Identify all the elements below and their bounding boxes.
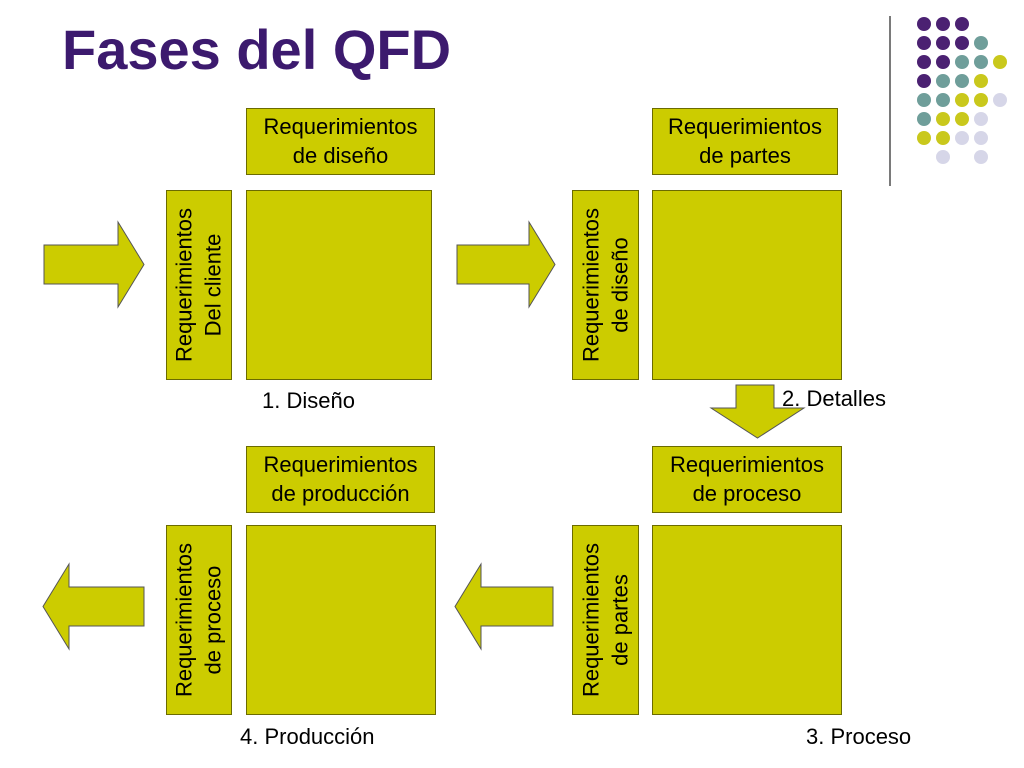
arrow-phase-3-to-4: [454, 562, 554, 651]
phase-4-top-box: Requerimientos de producción: [246, 446, 435, 513]
phase-1-name: 1. Diseño: [262, 388, 355, 413]
decor-dot: [917, 112, 931, 126]
decorative-divider: [889, 16, 891, 186]
phase-4-top-label: Requerimientos de producción: [263, 451, 418, 506]
decor-dot: [974, 74, 988, 88]
arrow-phase-2-to-3: [709, 384, 806, 439]
phase-1-matrix: [246, 190, 432, 380]
decor-dot: [955, 36, 969, 50]
decor-dot: [936, 93, 950, 107]
phase-2-name: 2. Detalles: [782, 386, 886, 411]
decor-dot: [974, 55, 988, 69]
decor-dot: [993, 55, 1007, 69]
phase-3-name: 3. Proceso: [806, 724, 912, 749]
decor-dot: [917, 17, 931, 31]
phase-1-top-label: Requerimientos de diseño: [263, 113, 418, 168]
decor-dot: [974, 112, 988, 126]
phase-4-side-label: Requerimientos de proceso: [171, 542, 225, 698]
decor-dot: [955, 131, 969, 145]
decor-dot: [917, 55, 931, 69]
phase-2-side-label: Requerimientos de diseño: [577, 207, 632, 363]
phase-3-matrix: [652, 525, 842, 715]
decor-dot: [974, 93, 988, 107]
decor-dot: [936, 74, 950, 88]
phase-3-top-label: Requerimientos de proceso: [669, 451, 825, 506]
page-title: Fases del QFD: [62, 18, 452, 81]
arrow-into-phase-1: [43, 220, 145, 309]
decor-dot: [936, 55, 950, 69]
decor-dot: [936, 131, 950, 145]
phase-2-top-label: Requerimientos de partes: [667, 113, 823, 168]
phase-2-side-box: Requerimientos de diseño: [572, 190, 639, 380]
decor-dot: [974, 150, 988, 164]
phase-3-side-label: Requerimientos de partes: [577, 542, 632, 698]
phase-4-side-box: Requerimientos de proceso: [166, 525, 232, 715]
phase-3-top-box: Requerimientos de proceso: [652, 446, 842, 513]
decor-dot: [974, 131, 988, 145]
phase-4-matrix: [246, 525, 436, 715]
decor-dot: [917, 93, 931, 107]
decor-dot: [955, 93, 969, 107]
decor-dot: [917, 131, 931, 145]
decor-dot: [974, 36, 988, 50]
decor-dot: [955, 17, 969, 31]
phase-2-matrix: [652, 190, 842, 380]
phase-1-side-box: Requerimientos Del cliente: [166, 190, 232, 380]
decor-dot: [936, 17, 950, 31]
arrow-out-of-phase-4: [42, 562, 145, 651]
phase-1-top-box: Requerimientos de diseño: [246, 108, 435, 175]
decor-dot: [955, 112, 969, 126]
phase-3-side-box: Requerimientos de partes: [572, 525, 639, 715]
decor-dot: [955, 55, 969, 69]
decor-dot: [936, 112, 950, 126]
decor-dot: [917, 36, 931, 50]
decor-dot: [936, 150, 950, 164]
phase-2-top-box: Requerimientos de partes: [652, 108, 838, 175]
decor-dot: [936, 36, 950, 50]
decor-dot: [955, 74, 969, 88]
phase-4-name: 4. Producción: [240, 724, 375, 749]
decor-dot: [993, 93, 1007, 107]
arrow-phase-1-to-2: [456, 220, 556, 309]
decor-dot: [917, 74, 931, 88]
phase-1-side-label: Requerimientos Del cliente: [171, 207, 225, 363]
